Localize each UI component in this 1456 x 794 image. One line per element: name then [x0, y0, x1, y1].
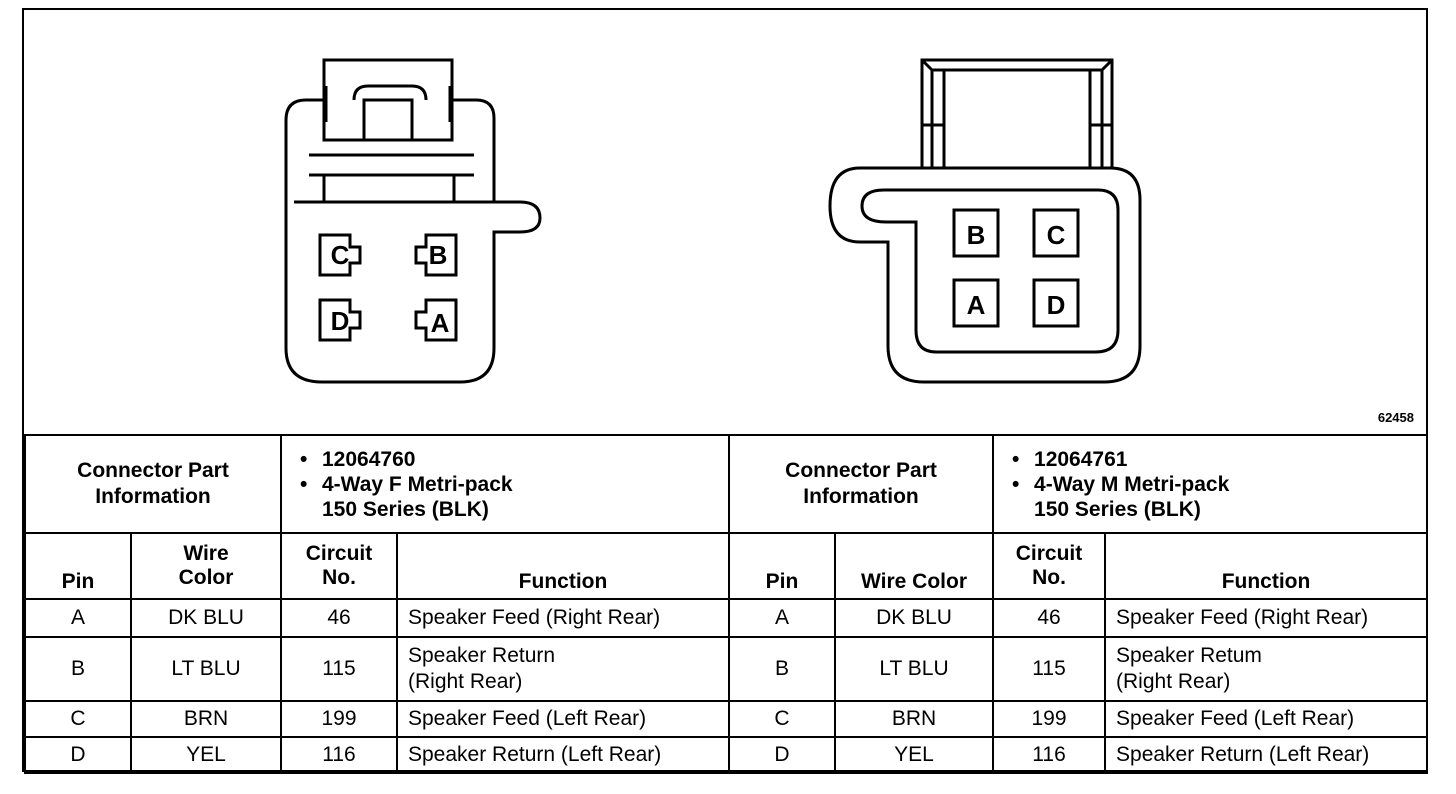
connector-illustration: C B D A B C A D: [284, 58, 1142, 384]
table-row: A DK BLU 46 Speaker Feed (Right Rear) A …: [24, 598, 1429, 638]
figure-id: 62458: [1377, 410, 1414, 425]
female-pin-label-a: A: [431, 308, 450, 338]
female-connector-drawing: [284, 58, 542, 384]
left-part-desc-2: 150 Series (BLK): [322, 497, 489, 521]
left-part-info-value: •12064760 •4-Way F Metri-pack 150 Series…: [279, 434, 731, 534]
left-part-desc-1: 4-Way F Metri-pack: [322, 472, 513, 496]
left-part-info-label: Connector Part Information: [24, 434, 282, 534]
male-pin-label-c: C: [1047, 220, 1066, 250]
right-part-number: 12064761: [1034, 447, 1128, 471]
table-row: C BRN 199 Speaker Feed (Left Rear) C BRN…: [24, 700, 1429, 738]
female-pin-label-b: B: [429, 240, 448, 270]
connector-diagram-frame: C B D A B C A D 62458 Connector Part Inf…: [22, 8, 1429, 774]
right-pin-header: Pin: [728, 532, 837, 600]
male-connector-drawing: [828, 58, 1142, 384]
part-info-row: Connector Part Information •12064760 •4-…: [24, 434, 1429, 534]
left-function-header: Function: [395, 532, 731, 600]
right-part-info-value: •12064761 •4-Way M Metri-pack 150 Series…: [992, 434, 1429, 534]
male-pin-label-d: D: [1047, 290, 1066, 320]
right-wire-color-header: Wire Color: [834, 532, 995, 600]
female-pin-label-c: C: [331, 240, 350, 270]
male-pin-label-b: B: [967, 220, 986, 250]
right-function-header: Function: [1104, 532, 1429, 600]
right-part-desc-2: 150 Series (BLK): [1034, 497, 1201, 521]
connector-pinout-table: Connector Part Information •12064760 •4-…: [24, 434, 1429, 774]
table-row: B LT BLU 115 Speaker Return(Right Rear) …: [24, 636, 1429, 702]
right-part-info-label: Connector Part Information: [728, 434, 995, 534]
left-pin-header: Pin: [24, 532, 132, 600]
left-part-number: 12064760: [322, 447, 416, 471]
male-pin-label-a: A: [967, 290, 986, 320]
right-part-desc-1: 4-Way M Metri-pack: [1034, 472, 1230, 496]
table-row: D YEL 116 Speaker Return (Left Rear) D Y…: [24, 736, 1429, 774]
connector-drawings: C B D A B C A D 62458: [24, 10, 1426, 434]
female-pin-label-d: D: [331, 306, 350, 336]
